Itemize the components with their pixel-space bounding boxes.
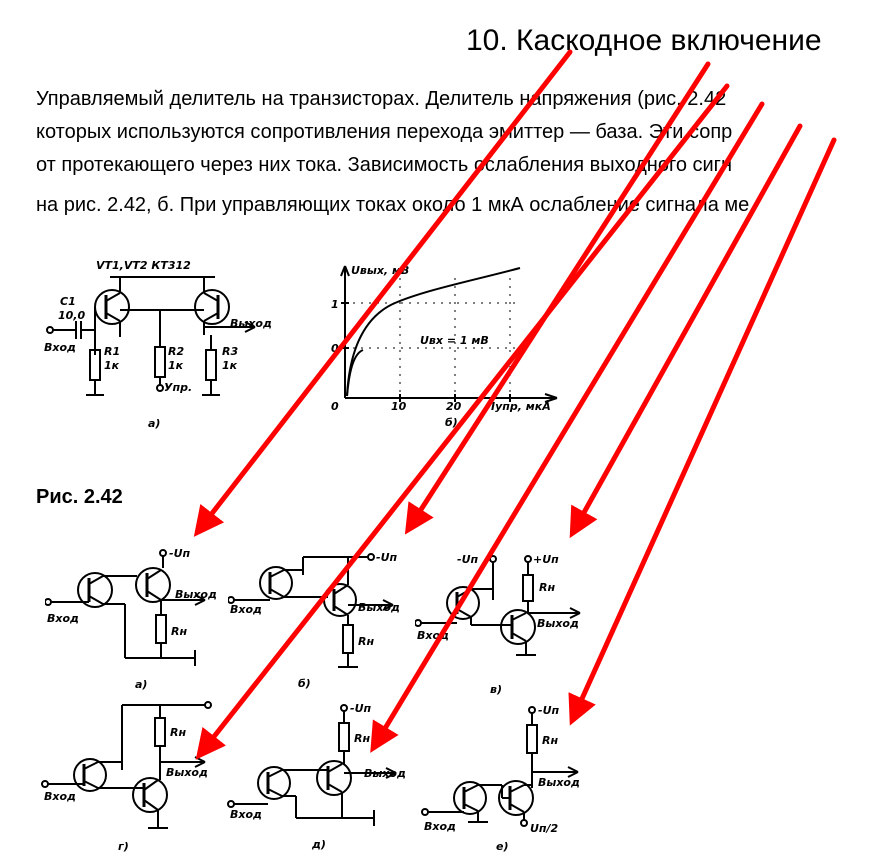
output-label: Выход <box>230 317 272 330</box>
transistor-left <box>73 758 107 792</box>
figure-caption: Рис. 2.42 <box>36 486 123 508</box>
load-label: Rн <box>542 734 558 747</box>
y-tick-1: 1 <box>331 298 339 311</box>
cascode-circuit-a: -Uп Выход Rн Вход а) <box>45 547 217 691</box>
load-label: Rн <box>170 726 186 739</box>
supply-label: +Uп <box>533 553 559 566</box>
c1-value: 10,0 <box>58 309 85 322</box>
attenuation-graph: Uвых, мВ 1 0 Uвх = 1 мВ 0 10 20 Iупр, мк… <box>331 264 558 429</box>
sublabel-a: а) <box>148 417 160 430</box>
transistor-right <box>132 777 168 813</box>
red-arrow-4 <box>370 101 765 753</box>
red-arrow-3 <box>195 83 730 760</box>
x-tick-20: 20 <box>446 400 462 413</box>
red-arrow-1 <box>193 49 573 537</box>
transistor-left <box>257 766 291 800</box>
paragraph-line-3: от протекающего через них тока. Зависимо… <box>36 154 733 176</box>
red-arrow-6 <box>568 137 837 726</box>
sublabel: д) <box>311 838 326 851</box>
load-label: Rн <box>539 581 555 594</box>
sublabel: е) <box>496 840 509 853</box>
sublabel: а) <box>135 678 147 691</box>
transistors-label: VT1,VT2 КТ312 <box>96 259 191 272</box>
output-label: Выход <box>358 601 400 614</box>
cascode-circuit-v: -Uп +Uп Rн Вход Выход в) <box>415 553 581 695</box>
load-label: Rн <box>354 732 370 745</box>
cascode-circuit-d: -Uп Rн Выход Вход д) <box>227 702 406 851</box>
transistor-right <box>316 760 352 796</box>
half-supply-label: Uп/2 <box>530 822 559 835</box>
output-label: Выход <box>175 588 217 601</box>
y-tick-0: 0 <box>331 342 339 355</box>
cascode-circuit-g: Rн Выход Вход г) <box>41 701 212 853</box>
transistor-vt2 <box>194 289 230 325</box>
sublabel: в) <box>490 683 502 695</box>
attenuation-curve <box>346 267 521 397</box>
supply-label: -Uп <box>538 704 559 717</box>
r3-label: R3 <box>222 345 238 358</box>
input-label: Вход <box>424 820 456 833</box>
load-label: Rн <box>358 635 374 648</box>
r1-value: 1к <box>104 359 120 372</box>
output-label: Выход <box>166 766 208 779</box>
paragraph-line-2: которых используются сопротивления перех… <box>36 121 733 143</box>
divider-schematic: VT1,VT2 КТ312 С1 10,0 Вход R1 1к R2 1к У… <box>44 259 272 430</box>
transistor-left <box>446 586 480 620</box>
transistor-right <box>498 780 534 816</box>
sublabel: г) <box>118 840 129 853</box>
y-axis-label: Uвых, мВ <box>351 264 409 277</box>
x-tick-10: 10 <box>391 400 407 413</box>
input-label: Вход <box>230 603 262 616</box>
transistor-left <box>259 566 293 600</box>
output-label: Выход <box>364 767 406 780</box>
r2-label: R2 <box>168 345 184 358</box>
transistor-lower <box>77 572 113 608</box>
r3-value: 1к <box>222 359 238 372</box>
x-tick-0: 0 <box>331 400 339 413</box>
x-axis-label: Iупр, мкА <box>491 400 551 413</box>
input-label: Вход <box>230 808 262 821</box>
red-arrow-5 <box>569 123 803 539</box>
transistor-upper <box>135 567 171 603</box>
c1-label: С1 <box>60 295 76 308</box>
input-label: Вход <box>44 790 76 803</box>
supply-left-label: -Uп <box>457 553 478 566</box>
sublabel-b: б) <box>445 416 458 429</box>
input-label: Вход <box>44 341 76 354</box>
input-label: Вход <box>47 612 79 625</box>
sublabel: б) <box>298 677 311 690</box>
control-label: Упр. <box>164 381 192 394</box>
page-title: 10. Каскодное включение <box>466 24 822 57</box>
output-label: Выход <box>538 776 580 789</box>
supply-label: -Uп <box>169 547 190 560</box>
cascode-circuit-e: -Uп Rн Выход Uп/2 Вход е) <box>421 704 580 853</box>
paragraph-line-4: на рис. 2.42, б. При управляющих токах о… <box>36 194 750 216</box>
red-arrow-2 <box>404 61 711 535</box>
supply-label: -Uп <box>376 551 397 564</box>
r2-value: 1к <box>168 359 184 372</box>
transistor-left <box>453 781 487 815</box>
transistor-right <box>500 609 536 645</box>
supply-label: -Uп <box>350 702 371 715</box>
paragraph-line-1: Управляемый делитель на транзисторах. Де… <box>36 88 727 110</box>
r1-label: R1 <box>104 345 120 358</box>
output-label: Выход <box>537 617 579 630</box>
load-label: Rн <box>171 625 187 638</box>
attenuation-curve-low <box>346 349 364 397</box>
curve-label: Uвх = 1 мВ <box>420 334 489 347</box>
